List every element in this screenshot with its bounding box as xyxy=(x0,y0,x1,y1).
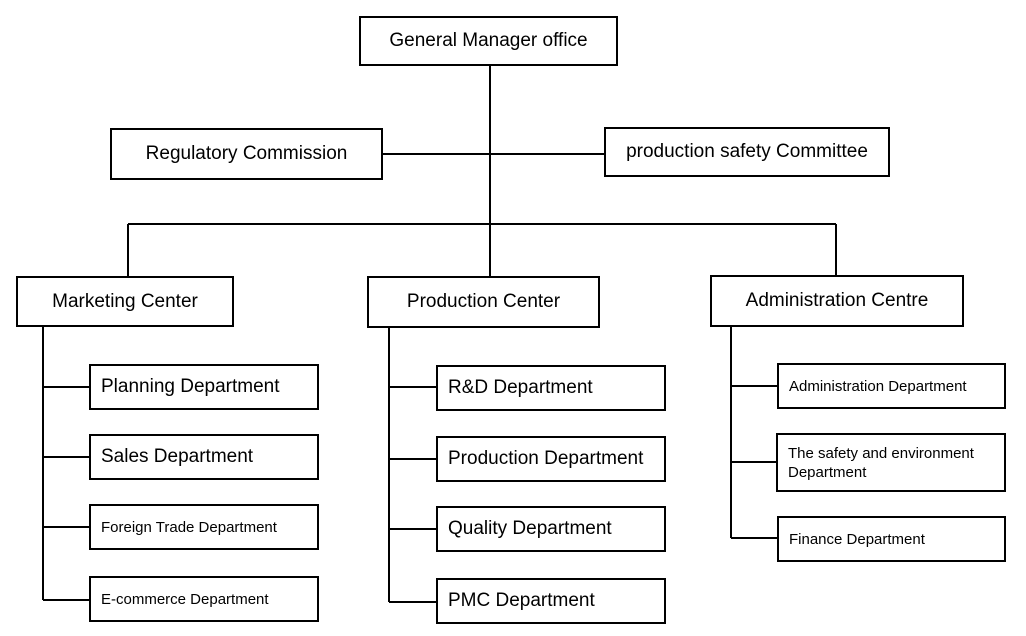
node-label: PMC Department xyxy=(448,590,595,611)
node-label: Sales Department xyxy=(101,446,254,467)
node-label: The safety and environment Department xyxy=(788,444,974,481)
node-label: General Manager office xyxy=(389,30,588,51)
node-label: Production Department xyxy=(448,448,644,469)
node-label: Administration Centre xyxy=(745,290,929,311)
node-label: production safety Committee xyxy=(626,141,868,162)
center-node-marketing-center: Marketing Center xyxy=(16,276,234,327)
committee-node-production-safety-committee: production safety Committee xyxy=(604,127,890,177)
department-node-safety-and-environment: The safety and environment Department xyxy=(776,433,1006,492)
department-node-e-commerce: E-commerce Department xyxy=(89,576,319,622)
department-node-pmc: PMC Department xyxy=(436,578,666,624)
department-node-sales: Sales Department xyxy=(89,434,319,480)
node-label: Marketing Center xyxy=(52,290,198,312)
department-node-quality: Quality Department xyxy=(436,506,666,552)
node-label: Administration Department xyxy=(789,377,967,395)
node-label: Finance Department xyxy=(789,530,925,548)
node-label: Foreign Trade Department xyxy=(101,518,277,536)
node-label: Planning Department xyxy=(101,376,280,397)
department-node-administration: Administration Department xyxy=(777,363,1006,409)
node-label: E-commerce Department xyxy=(101,590,269,608)
node-label: Production Center xyxy=(406,291,561,312)
root-node-general-manager-office: General Manager office xyxy=(359,16,618,66)
node-label: R&D Department xyxy=(448,377,593,398)
department-node-finance: Finance Department xyxy=(777,516,1006,562)
committee-node-regulatory-commission: Regulatory Commission xyxy=(110,128,383,180)
department-node-foreign-trade: Foreign Trade Department xyxy=(89,504,319,550)
department-node-production: Production Department xyxy=(436,436,666,482)
department-node-r-and-d: R&D Department xyxy=(436,365,666,411)
center-node-production-center: Production Center xyxy=(367,276,600,328)
center-node-administration-centre: Administration Centre xyxy=(710,275,964,327)
node-label: Regulatory Commission xyxy=(145,143,348,164)
department-node-planning: Planning Department xyxy=(89,364,319,410)
node-label: Quality Department xyxy=(448,518,612,539)
